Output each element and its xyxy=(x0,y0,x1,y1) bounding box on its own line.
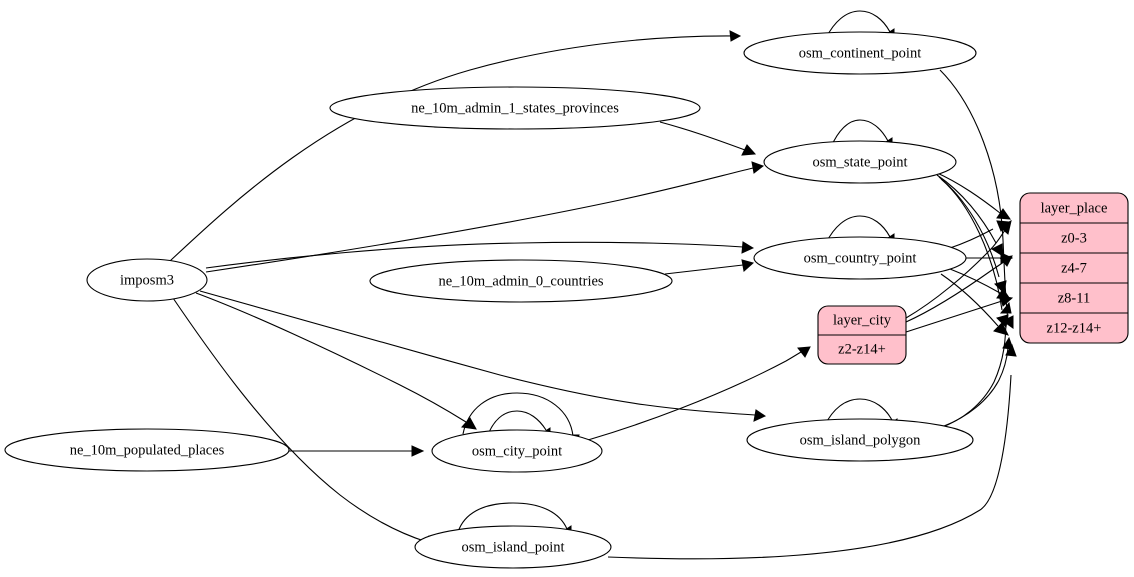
edge-osm-state-point-to-layer-place-z0 xyxy=(934,171,1012,220)
node-osm-city-point[interactable]: osm_city_point xyxy=(431,429,603,473)
node-osm-country-point[interactable]: osm_country_point xyxy=(753,236,967,280)
node-osm-city-point-label: osm_city_point xyxy=(472,443,562,459)
layer-place-row-z12-z14: z12-z14+ xyxy=(1047,320,1102,336)
edge-imposm3-to-osm-country-point xyxy=(205,241,755,269)
edge-ne-places-to-osm-city-point xyxy=(289,445,425,457)
edge-layer-city-to-layer-place-z8 xyxy=(905,295,1014,333)
node-osm-state-point-label: osm_state_point xyxy=(812,154,907,170)
edge-osm-island-polygon-to-layer-place-z12 xyxy=(943,336,1014,427)
edge-osm-island-point-to-layer-place-z12 xyxy=(607,343,1017,560)
node-osm-continent-point-label: osm_continent_point xyxy=(799,45,921,61)
node-osm-island-point[interactable]: osm_island_point xyxy=(414,525,612,569)
node-layer-place[interactable]: layer_place z0-3 z4-7 z8-11 z12-z14+ xyxy=(1019,192,1129,344)
node-osm-state-point[interactable]: osm_state_point xyxy=(763,140,957,184)
edge-osm-city-point-to-layer-city xyxy=(587,346,811,441)
edge-osm-state-point-to-layer-place-z12 xyxy=(940,178,1009,329)
edge-imposm3-to-osm-state-point xyxy=(205,161,765,273)
edge-imposm3-to-osm-continent-point xyxy=(169,30,742,262)
node-osm-country-point-label: osm_country_point xyxy=(804,250,917,266)
edge-layer-city-to-layer-place-z0 xyxy=(905,220,1012,319)
edge-osm-state-point-to-layer-place-z4 xyxy=(936,174,1004,257)
layer-place-row-z8-11: z8-11 xyxy=(1058,290,1090,306)
node-imposm3[interactable]: imposm3 xyxy=(86,258,208,302)
edge-ne-countries-to-osm-country-point xyxy=(664,259,755,275)
node-osm-island-polygon-label: osm_island_polygon xyxy=(800,432,922,448)
node-ne-10m-admin-0-countries[interactable]: ne_10m_admin_0_countries xyxy=(369,259,673,303)
record-node-layer: layer_place z0-3 z4-7 z8-11 z12-z14+ lay… xyxy=(817,192,1129,365)
edge-imposm3-to-osm-island-polygon xyxy=(199,290,767,422)
layer-place-row-z4-7: z4-7 xyxy=(1061,260,1087,276)
layer-city-row-z2-z14: z2-z14+ xyxy=(838,341,886,357)
edge-imposm3-to-osm-city-point xyxy=(195,292,477,430)
node-ne-places-label: ne_10m_populated_places xyxy=(70,442,225,458)
layer-city-title: layer_city xyxy=(833,312,892,328)
edge-osm-country-point-to-layer-place-z12 xyxy=(940,273,1009,336)
node-imposm3-label: imposm3 xyxy=(120,272,174,288)
node-ne-10m-admin-1-states-provinces[interactable]: ne_10m_admin_1_states_provinces xyxy=(329,86,701,130)
layer-place-title: layer_place xyxy=(1041,200,1108,216)
node-osm-continent-point[interactable]: osm_continent_point xyxy=(743,31,977,75)
node-ne-10m-populated-places[interactable]: ne_10m_populated_places xyxy=(4,428,290,472)
node-osm-island-point-label: osm_island_point xyxy=(461,539,564,555)
node-ne-states-label: ne_10m_admin_1_states_provinces xyxy=(411,100,619,116)
node-layer: imposm3 ne_10m_admin_1_states_provinces … xyxy=(4,31,977,569)
node-osm-island-polygon[interactable]: osm_island_polygon xyxy=(746,418,974,462)
edge-layer-city-to-layer-place-z4 xyxy=(905,255,1013,323)
edge-ne-states-to-osm-state-point xyxy=(659,121,757,156)
layer-place-row-z0-3: z0-3 xyxy=(1061,230,1087,246)
edge-imposm3-to-osm-island-point xyxy=(172,297,439,547)
node-layer-city[interactable]: layer_city z2-z14+ xyxy=(817,305,907,365)
edge-osm-state-point-to-layer-place-z8 xyxy=(938,176,1007,295)
node-ne-countries-label: ne_10m_admin_0_countries xyxy=(438,273,603,289)
